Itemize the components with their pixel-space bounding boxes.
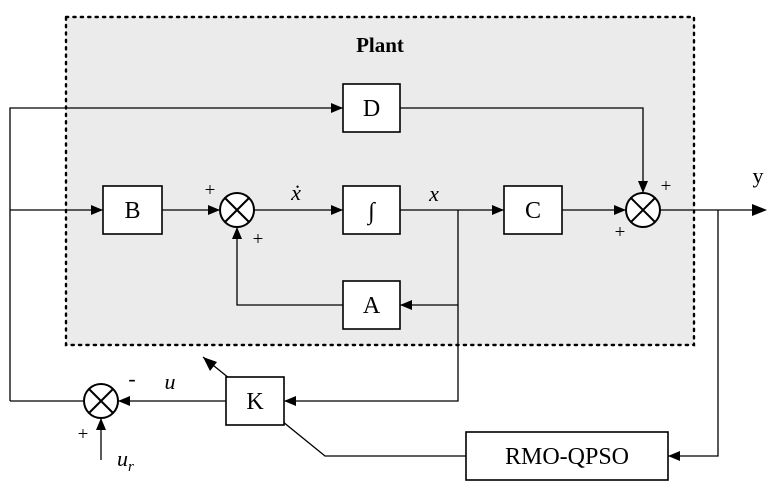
arrowhead-to-integrator — [331, 205, 343, 215]
signal-y-label: y — [753, 163, 764, 188]
sign-right-top: + — [661, 176, 672, 197]
sign-left-bottom: + — [253, 229, 264, 250]
plant-title: Plant — [356, 33, 404, 57]
block-integrator — [342, 185, 401, 235]
block-optimizer-label: RMO-QPSO — [505, 444, 629, 470]
sign-left-top: + — [205, 180, 216, 201]
arrowhead-d-to-sum — [638, 181, 648, 193]
block-d — [342, 83, 401, 133]
arrowhead-output-y — [752, 204, 767, 216]
summation-right — [625, 192, 661, 228]
sign-ref-top: - — [128, 366, 135, 391]
block-c-label: C — [525, 198, 541, 224]
arrowhead-to-c — [492, 205, 504, 215]
arrowhead-ur-to-sum — [96, 418, 106, 430]
wire-a-to-sum — [236, 227, 343, 306]
summation-left — [219, 192, 255, 228]
block-b-label: B — [124, 198, 140, 224]
block-c — [503, 185, 563, 235]
arrowhead-to-b — [91, 205, 103, 215]
signal-ur-label: ur — [117, 446, 134, 475]
block-integrator-label: ∫ — [366, 199, 376, 226]
block-a — [342, 280, 401, 330]
arrowhead-to-k — [284, 396, 296, 406]
arrowhead-a-to-sum — [232, 227, 242, 239]
wire-x-to-k — [284, 210, 459, 402]
arrowhead-to-sum-right — [614, 205, 626, 215]
signal-u-label: u — [165, 369, 176, 394]
summation-reference — [83, 383, 119, 419]
arrowhead-to-sum-left — [208, 205, 220, 215]
arrowhead-to-ref-sum — [118, 396, 130, 406]
block-k — [225, 376, 285, 426]
signal-x-dot-label: ẋ — [290, 180, 301, 205]
sign-ref-bottom: + — [78, 424, 89, 445]
block-d-label: D — [363, 96, 380, 122]
wire-feed-to-d — [9, 107, 343, 401]
arrowhead-to-d — [331, 103, 343, 113]
block-optimizer — [465, 431, 669, 481]
block-k-label: K — [246, 389, 264, 415]
block-a-label: A — [363, 293, 381, 319]
arrowhead-tuning — [203, 357, 217, 371]
wire-y-to-optimizer — [668, 210, 719, 457]
block-b — [102, 185, 163, 235]
arrowhead-to-a — [400, 300, 412, 310]
wire-d-to-sum — [400, 107, 644, 192]
arrowhead-to-optimizer — [668, 451, 680, 461]
signal-x-label: x — [428, 181, 439, 206]
sign-right-left: + — [615, 222, 626, 243]
